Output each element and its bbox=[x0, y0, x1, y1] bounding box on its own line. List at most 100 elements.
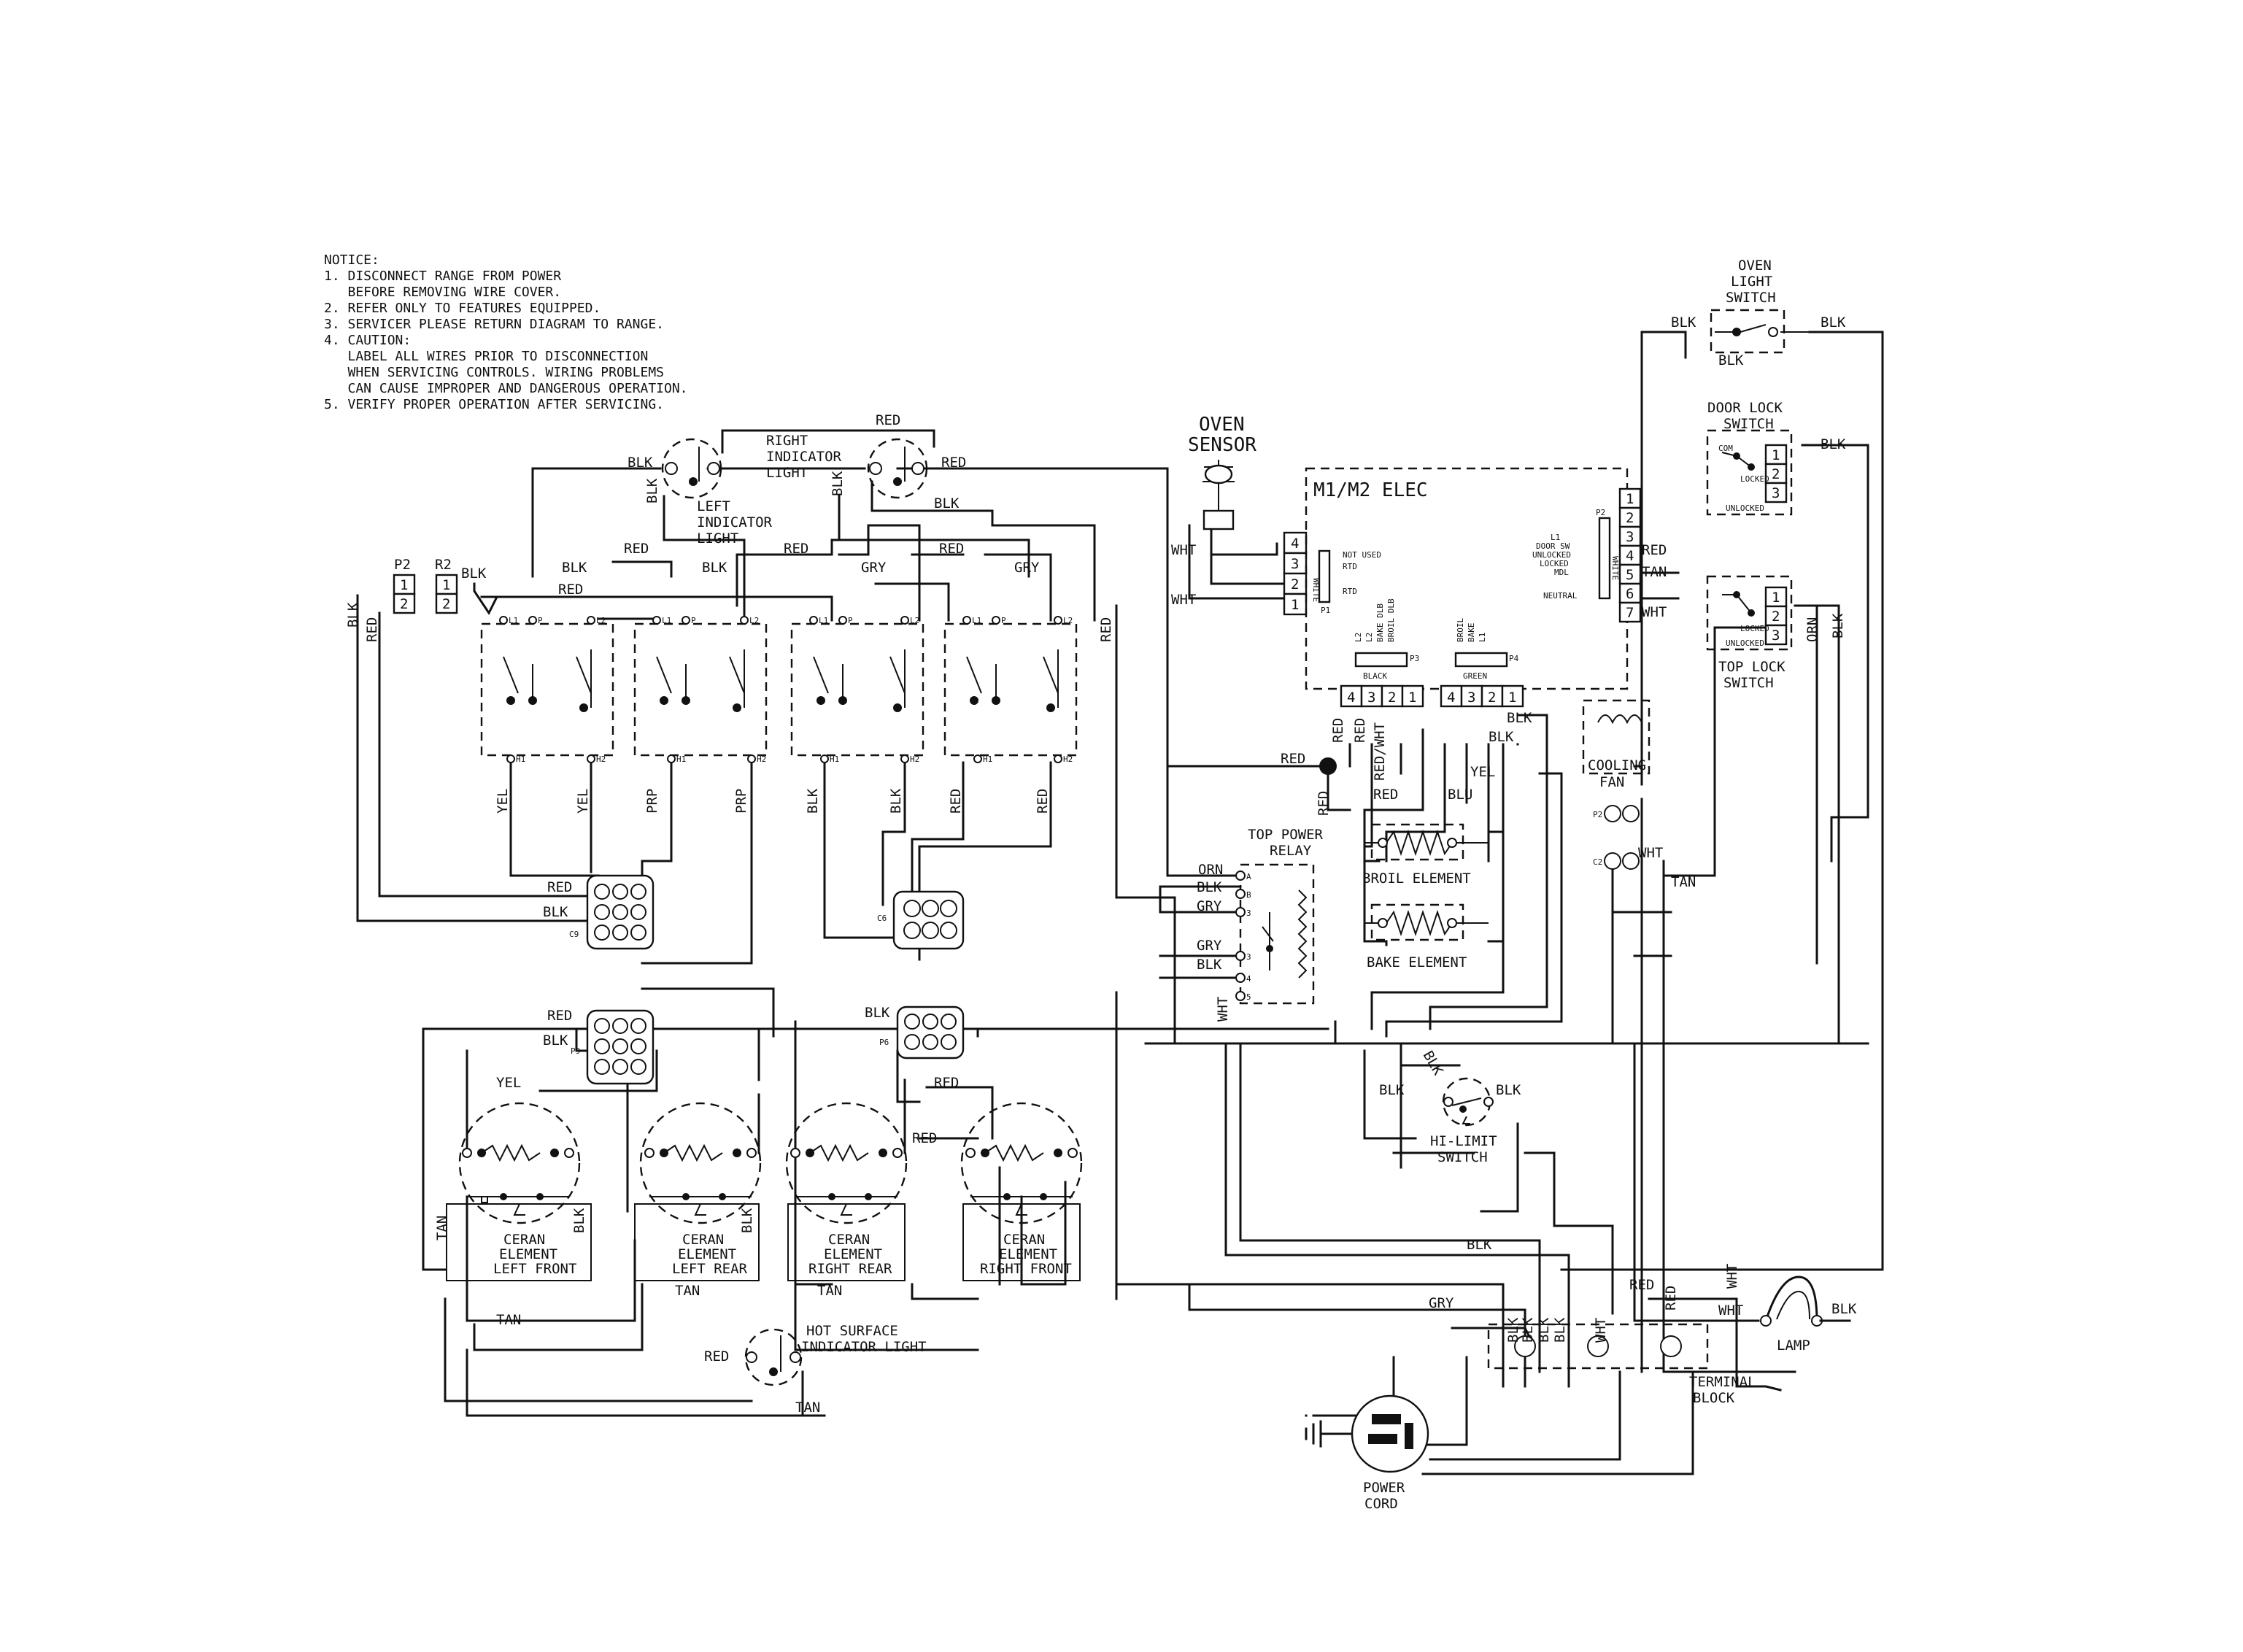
svg-text:BLK: BLK bbox=[1671, 314, 1696, 331]
svg-text:WHT: WHT bbox=[1171, 542, 1196, 558]
svg-text:P: P bbox=[691, 616, 696, 625]
label-right-indicator: INDICATOR bbox=[766, 449, 842, 465]
svg-text:LOCKED: LOCKED bbox=[1540, 559, 1569, 568]
surface-switch-2 bbox=[633, 616, 768, 763]
svg-text:L1: L1 bbox=[1478, 633, 1487, 642]
lamp bbox=[1760, 1275, 1851, 1327]
notice-line: 5. VERIFY PROPER OPERATION AFTER SERVICI… bbox=[324, 397, 664, 412]
svg-text:RED: RED bbox=[784, 541, 808, 557]
svg-text:L2: L2 bbox=[1354, 633, 1363, 642]
connector-p4-green: BROIL BAKE L1 GREEN P4 4 3 2 1 bbox=[1440, 618, 1524, 708]
label-p2: P2 bbox=[394, 557, 411, 573]
label-elec: M1/M2 ELEC bbox=[1313, 479, 1428, 501]
svg-text:BLK: BLK bbox=[702, 560, 727, 576]
svg-text:SWITCH: SWITCH bbox=[1723, 675, 1774, 691]
svg-text:L2: L2 bbox=[596, 616, 606, 625]
svg-text:RED: RED bbox=[1330, 718, 1346, 743]
svg-text:3: 3 bbox=[1772, 628, 1780, 644]
right-indicator-light bbox=[867, 438, 928, 499]
svg-text:CERAN: CERAN bbox=[1003, 1232, 1045, 1248]
svg-text:L2: L2 bbox=[1364, 633, 1374, 642]
svg-text:SWITCH: SWITCH bbox=[1437, 1149, 1488, 1165]
svg-text:YEL: YEL bbox=[496, 1075, 521, 1091]
svg-text:COOLING: COOLING bbox=[1588, 757, 1646, 773]
svg-text:COM: COM bbox=[1718, 444, 1733, 453]
svg-text:NOT USED: NOT USED bbox=[1343, 550, 1381, 560]
svg-text:L1: L1 bbox=[819, 616, 828, 625]
svg-text:GRY: GRY bbox=[1429, 1295, 1454, 1311]
svg-text:WHITE: WHITE bbox=[1311, 578, 1321, 602]
svg-text:BLK: BLK bbox=[1197, 879, 1222, 895]
oven-light-switch bbox=[1710, 309, 1810, 354]
svg-text:RED: RED bbox=[547, 879, 572, 895]
svg-text:2: 2 bbox=[1388, 690, 1396, 706]
svg-text:RED: RED bbox=[1629, 1277, 1654, 1293]
notice-line: NOTICE: bbox=[324, 252, 379, 268]
svg-text:P3: P3 bbox=[1410, 654, 1419, 663]
ceran-element-left-rear bbox=[634, 1102, 762, 1281]
svg-text:WHT: WHT bbox=[1171, 592, 1196, 608]
svg-text:YEL: YEL bbox=[495, 789, 511, 814]
svg-text:BLK: BLK bbox=[1505, 1317, 1521, 1343]
svg-text:P: P bbox=[848, 616, 853, 625]
power-cord bbox=[1305, 1394, 1429, 1473]
svg-text:RTD: RTD bbox=[1343, 587, 1357, 596]
svg-text:TOP LOCK: TOP LOCK bbox=[1718, 659, 1785, 675]
top-power-relay: A B 3 3 4 5 bbox=[1235, 863, 1315, 1005]
svg-text:GREEN: GREEN bbox=[1463, 671, 1487, 681]
top-lock-switch: 1 2 3 LOCKED UNLOCKED bbox=[1706, 575, 1793, 651]
ceran-element-left-front bbox=[446, 1102, 592, 1281]
svg-text:BLK: BLK bbox=[1467, 1237, 1492, 1253]
svg-text:ORN: ORN bbox=[1198, 862, 1223, 878]
svg-text:TAN: TAN bbox=[795, 1400, 820, 1416]
hot-surface-indicator-light bbox=[744, 1328, 803, 1386]
svg-text:4: 4 bbox=[1291, 536, 1299, 552]
svg-text:H1: H1 bbox=[830, 754, 839, 764]
svg-text:3: 3 bbox=[1367, 690, 1375, 706]
svg-text:H1: H1 bbox=[516, 754, 525, 764]
svg-text:YEL: YEL bbox=[1470, 764, 1495, 780]
svg-text:L2: L2 bbox=[910, 616, 919, 625]
svg-text:RED: RED bbox=[1316, 791, 1332, 816]
connector-p1: 4 3 2 1 NOT USED RTD RTD P1 WHITE bbox=[1283, 531, 1381, 616]
svg-text:LEFT FRONT: LEFT FRONT bbox=[493, 1261, 576, 1277]
svg-text:BAKE: BAKE bbox=[1467, 623, 1476, 643]
svg-text:BLK: BLK bbox=[805, 788, 821, 814]
svg-text:6: 6 bbox=[1626, 586, 1634, 602]
connector-p2-right: 1 2 3 4 5 6 7 P2 WHITE L1 DOOR SW UNLOCK… bbox=[1532, 487, 1642, 623]
connector-fan-c2: C2 bbox=[1593, 852, 1640, 870]
svg-text:RED: RED bbox=[1098, 617, 1114, 642]
svg-text:RED: RED bbox=[547, 1008, 572, 1024]
svg-text:2: 2 bbox=[1772, 609, 1780, 625]
label-left-indicator: LIGHT bbox=[697, 530, 738, 547]
svg-text:1: 1 bbox=[1626, 491, 1634, 507]
svg-text:P2: P2 bbox=[1596, 508, 1605, 517]
svg-text:B: B bbox=[1246, 890, 1251, 900]
connector-p3-black: L2 L2 BAKE DLB BROIL DLB BLACK P3 4 3 2 … bbox=[1340, 598, 1424, 708]
bake-element bbox=[1364, 903, 1489, 941]
svg-text:WHT: WHT bbox=[1593, 1318, 1609, 1343]
svg-text:BLK: BLK bbox=[934, 495, 960, 512]
ceran-element-right-rear bbox=[785, 1102, 908, 1281]
svg-text:CERAN: CERAN bbox=[682, 1232, 724, 1248]
connector-fan-p2: P2 bbox=[1593, 805, 1640, 822]
svg-text:L2: L2 bbox=[749, 616, 759, 625]
svg-text:TAN: TAN bbox=[1642, 564, 1667, 580]
svg-text:RED: RED bbox=[1642, 542, 1667, 558]
svg-text:BLK: BLK bbox=[1821, 436, 1846, 452]
svg-text:BLK: BLK bbox=[628, 455, 653, 471]
svg-text:BLACK: BLACK bbox=[1363, 671, 1387, 681]
svg-text:L1: L1 bbox=[1551, 533, 1560, 542]
svg-text:H2: H2 bbox=[910, 754, 919, 764]
svg-text:BLK: BLK bbox=[461, 566, 487, 582]
label-p9: P9 bbox=[571, 1046, 580, 1056]
label-c9: C9 bbox=[569, 930, 579, 939]
svg-text:BLK: BLK bbox=[571, 1208, 587, 1233]
svg-text:BLK: BLK bbox=[1831, 1301, 1857, 1317]
svg-text:BLK: BLK bbox=[1489, 729, 1514, 745]
svg-text:FAN: FAN bbox=[1599, 774, 1624, 790]
connector-c9: C9 bbox=[569, 874, 655, 950]
svg-text:2: 2 bbox=[1488, 690, 1496, 706]
svg-text:BLK: BLK bbox=[739, 1208, 755, 1233]
svg-text:P2: P2 bbox=[1593, 810, 1602, 819]
